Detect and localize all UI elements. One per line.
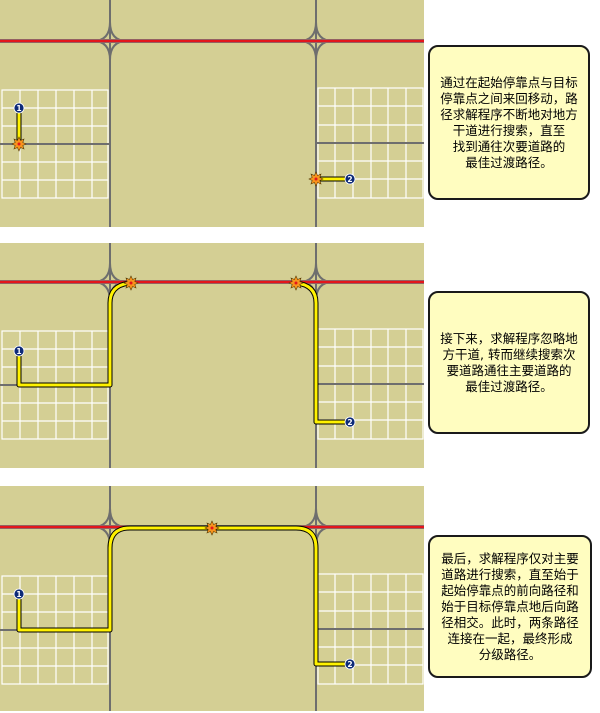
step-3-text: 最后，求解程序仅对主要 道路进行搜索，直至始于 起始停靠点的前向路径和 始于目标… (441, 550, 579, 662)
basemap (0, 0, 424, 227)
svg-text:1: 1 (16, 590, 21, 599)
stop-2-icon: 2 (344, 173, 356, 185)
stop-1-icon: 1 (13, 102, 25, 114)
svg-text:2: 2 (347, 418, 352, 427)
stop-2-icon: 2 (344, 416, 356, 428)
step-1-description: 通过在起始停靠点与目标 停靠点之间来回移动，路 径求解程序不断地对地方 干道进行… (428, 45, 590, 200)
basemap (0, 486, 424, 711)
step-2-text: 接下来，求解程序忽略地 方干道, 转而继续搜索次 要道路通往主要道路的 最佳过渡… (440, 330, 578, 394)
starburst-icon (11, 136, 27, 152)
svg-text:2: 2 (347, 175, 352, 184)
map-panel-step-3: 1 2 (0, 486, 424, 711)
step-3-description: 最后，求解程序仅对主要 道路进行搜索，直至始于 起始停靠点的前向路径和 始于目标… (428, 535, 592, 678)
stop-2-icon: 2 (344, 658, 356, 670)
starburst-icon (123, 275, 139, 291)
svg-text:1: 1 (16, 347, 21, 356)
route-segments (16, 525, 350, 667)
map-panel-step-2: 1 2 (0, 243, 424, 468)
svg-text:2: 2 (347, 660, 352, 669)
stop-1-icon: 1 (13, 345, 25, 357)
starburst-icon (204, 520, 220, 536)
svg-text:1: 1 (16, 104, 21, 113)
starburst-icon (308, 171, 324, 187)
stop-1-icon: 1 (13, 588, 25, 600)
step-1-text: 通过在起始停靠点与目标 停靠点之间来回移动，路 径求解程序不断地对地方 干道进行… (440, 74, 578, 170)
basemap (0, 243, 424, 468)
starburst-icon (288, 275, 304, 291)
map-panel-step-1: 1 2 (0, 0, 424, 227)
step-2-description: 接下来，求解程序忽略地 方干道, 转而继续搜索次 要道路通往主要道路的 最佳过渡… (428, 291, 590, 434)
